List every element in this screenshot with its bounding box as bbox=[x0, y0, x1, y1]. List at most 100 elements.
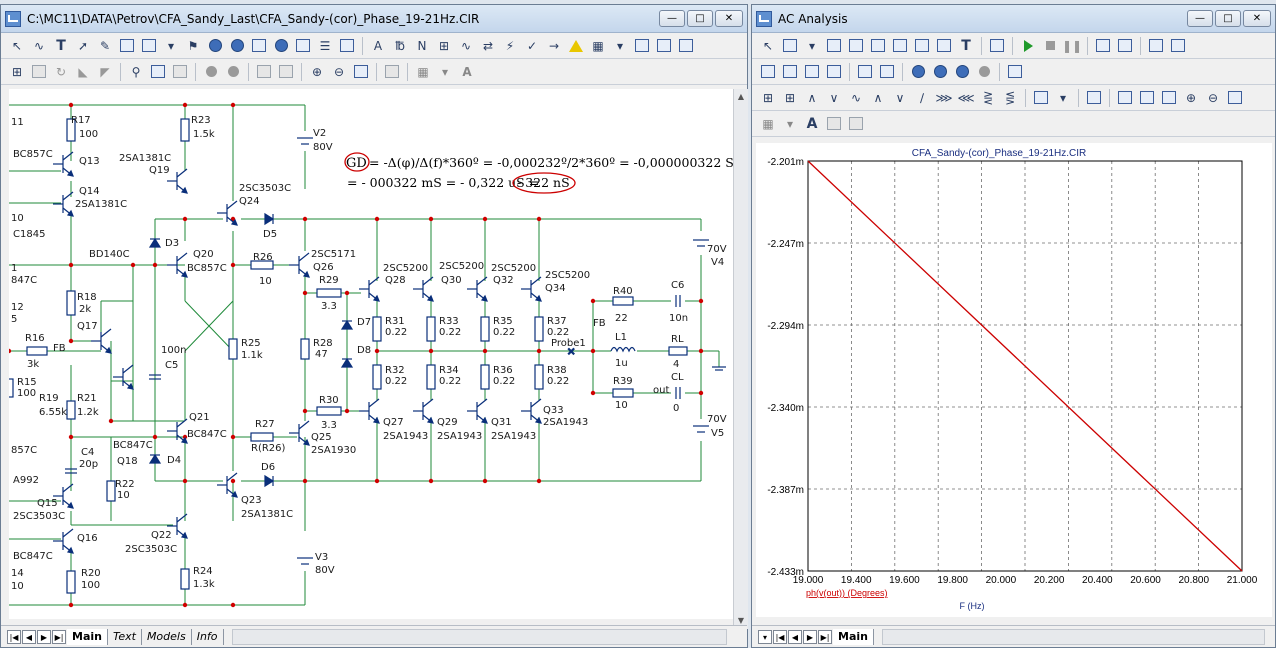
peak-icon[interactable]: ⊞ bbox=[762, 90, 774, 105]
grid-icon[interactable]: ▦ bbox=[592, 38, 604, 53]
transistor[interactable] bbox=[467, 398, 488, 424]
warning-icon[interactable] bbox=[566, 36, 586, 56]
resistor[interactable] bbox=[228, 338, 238, 360]
tool-c-icon[interactable]: ⋛ bbox=[982, 90, 994, 105]
ac-scale-icon[interactable] bbox=[780, 36, 800, 56]
transistor[interactable] bbox=[217, 200, 238, 226]
ac-tool-10-icon[interactable] bbox=[1168, 36, 1188, 56]
box-icon[interactable] bbox=[29, 62, 49, 82]
resistor[interactable] bbox=[426, 364, 436, 390]
ac-zoom-out-icon[interactable]: ⊖ bbox=[1207, 90, 1219, 105]
pen-icon[interactable]: ✎ bbox=[99, 38, 111, 53]
cancel-icon[interactable] bbox=[223, 62, 243, 82]
transistor[interactable] bbox=[359, 398, 380, 424]
resistor[interactable] bbox=[372, 316, 382, 342]
ac-layout-dropdown-icon[interactable]: ▾ bbox=[786, 116, 794, 131]
inflection-icon[interactable]: ∿ bbox=[850, 90, 862, 105]
ac-zoom-2-icon[interactable] bbox=[930, 62, 950, 82]
ac-next-icon[interactable]: ▶ bbox=[803, 629, 817, 644]
voltage-source[interactable] bbox=[693, 425, 709, 433]
ac-zoom-3-icon[interactable] bbox=[952, 62, 972, 82]
ac-tool-6-icon[interactable] bbox=[934, 36, 954, 56]
ac-zoom-in-icon[interactable]: ⊕ bbox=[1185, 90, 1197, 105]
ac-last-icon[interactable]: ▶| bbox=[818, 629, 832, 644]
ac-view-5-icon[interactable] bbox=[855, 62, 875, 82]
diode[interactable] bbox=[264, 474, 275, 488]
capacitor[interactable] bbox=[65, 468, 77, 474]
transistor[interactable] bbox=[167, 168, 188, 194]
transistor[interactable] bbox=[113, 364, 134, 390]
node-numbers-icon[interactable]: A bbox=[373, 38, 383, 53]
list-icon[interactable]: ☰ bbox=[319, 38, 331, 53]
find-icon[interactable]: ⚲ bbox=[131, 64, 141, 79]
ac-scale-dropdown-icon[interactable]: ▾ bbox=[808, 38, 816, 53]
resistor[interactable] bbox=[372, 364, 382, 390]
diode[interactable] bbox=[148, 237, 162, 248]
high-icon[interactable]: ∧ bbox=[807, 90, 817, 105]
probe-icon[interactable] bbox=[139, 36, 159, 56]
ac-layout-icon[interactable]: ▦ bbox=[762, 116, 774, 131]
ac-tool-4-icon[interactable] bbox=[890, 36, 910, 56]
power-icon[interactable]: ⚡ bbox=[505, 38, 515, 53]
ac-tool-7-icon[interactable] bbox=[1093, 36, 1113, 56]
transistor[interactable] bbox=[53, 483, 74, 509]
resistor[interactable] bbox=[66, 290, 76, 316]
transistor[interactable] bbox=[289, 420, 310, 446]
table-ac-icon[interactable] bbox=[1084, 88, 1104, 108]
capacitor[interactable] bbox=[675, 387, 681, 399]
snap-icon[interactable]: ⊞ bbox=[11, 64, 23, 79]
ac-view-1-icon[interactable] bbox=[758, 62, 778, 82]
tab-text[interactable]: Text bbox=[108, 628, 142, 645]
resistor[interactable] bbox=[612, 296, 634, 306]
info-icon[interactable] bbox=[205, 36, 225, 56]
stop-run-icon[interactable] bbox=[1040, 36, 1060, 56]
text-tool-icon[interactable]: T bbox=[56, 37, 66, 54]
layout-dropdown-icon[interactable]: ▾ bbox=[441, 64, 449, 79]
ac-hscroll[interactable] bbox=[881, 628, 1265, 645]
copy-page-icon[interactable] bbox=[654, 36, 674, 56]
resistor[interactable] bbox=[66, 400, 76, 420]
inductor[interactable] bbox=[610, 346, 636, 353]
resistor[interactable] bbox=[316, 288, 342, 298]
ac-analysis-titlebar[interactable]: AC Analysis — □ ✕ bbox=[752, 5, 1275, 33]
fit2-icon[interactable] bbox=[1159, 88, 1179, 108]
clipboard-icon[interactable] bbox=[170, 62, 190, 82]
resistor[interactable] bbox=[9, 378, 14, 398]
camera-icon[interactable] bbox=[249, 36, 269, 56]
transistor[interactable] bbox=[167, 252, 188, 278]
tool-a-icon[interactable]: ⋙ bbox=[935, 90, 953, 105]
pause-icon[interactable]: ❚❚ bbox=[1061, 38, 1083, 53]
net-icon[interactable]: N bbox=[417, 38, 427, 53]
page-icon[interactable] bbox=[632, 36, 652, 56]
transistor[interactable] bbox=[91, 328, 112, 354]
global-low-icon[interactable]: ∨ bbox=[895, 90, 905, 105]
voltage-source[interactable] bbox=[297, 137, 313, 145]
ac-view-2-icon[interactable] bbox=[780, 62, 800, 82]
calendar-icon[interactable] bbox=[1115, 88, 1135, 108]
tool-b-icon[interactable]: ⋘ bbox=[957, 90, 975, 105]
ac-select-icon[interactable]: ↖ bbox=[762, 38, 774, 53]
clipboard-dropdown-icon[interactable]: ▾ bbox=[1059, 90, 1067, 105]
zoom-fit-icon[interactable] bbox=[351, 62, 371, 82]
voltage-icon[interactable]: ∿ bbox=[460, 38, 472, 53]
wire-icon[interactable]: ∿ bbox=[33, 38, 45, 53]
zoom-in-icon[interactable]: ⊕ bbox=[311, 64, 323, 79]
resistor[interactable] bbox=[250, 432, 274, 442]
diode[interactable] bbox=[148, 453, 162, 464]
capacitor[interactable] bbox=[675, 295, 681, 307]
diode[interactable] bbox=[340, 319, 354, 330]
help-icon[interactable] bbox=[227, 36, 247, 56]
resistor[interactable] bbox=[480, 364, 490, 390]
transistor[interactable] bbox=[359, 276, 380, 302]
resistor[interactable] bbox=[668, 346, 688, 356]
run-icon[interactable] bbox=[1018, 36, 1038, 56]
pin-icon[interactable]: ⊞ bbox=[438, 38, 450, 53]
ac-paste-icon[interactable] bbox=[846, 114, 866, 134]
transistor[interactable] bbox=[413, 276, 434, 302]
minimize-button[interactable]: — bbox=[659, 10, 685, 27]
resistor[interactable] bbox=[106, 480, 116, 502]
select-arrow-icon[interactable]: ↖ bbox=[11, 38, 23, 53]
resistor[interactable] bbox=[66, 118, 76, 142]
transistor[interactable] bbox=[521, 276, 542, 302]
valley-icon[interactable]: ⊞ bbox=[784, 90, 796, 105]
